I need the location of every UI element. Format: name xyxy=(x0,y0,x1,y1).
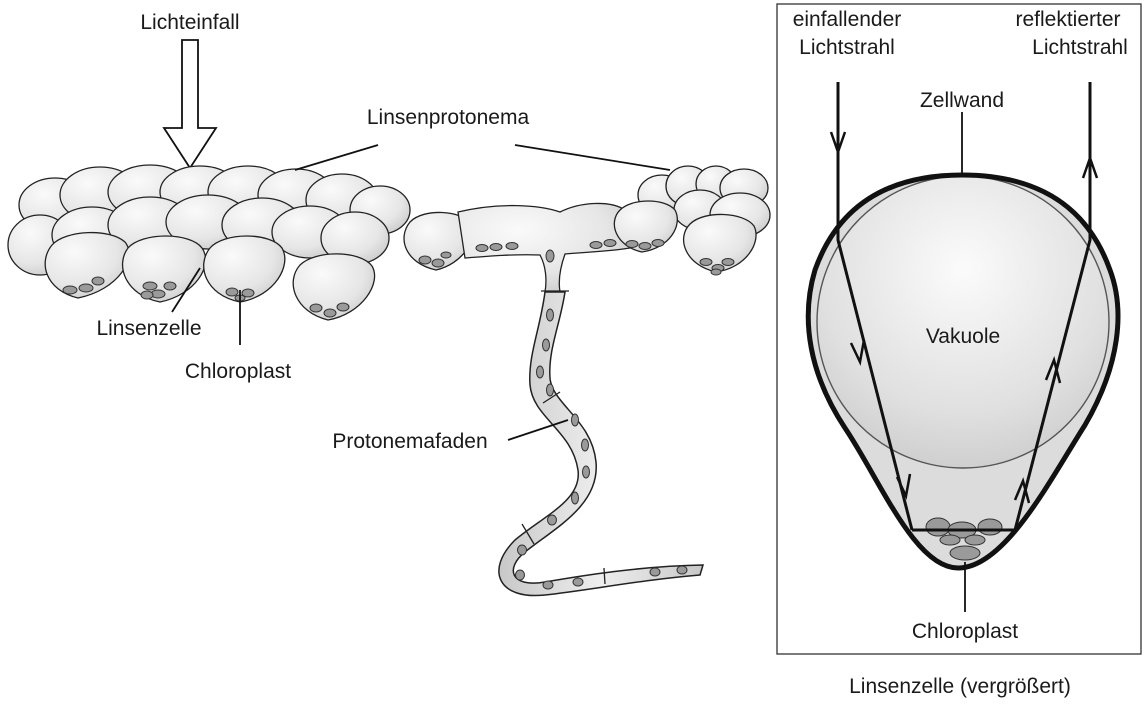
label-reflektierter-2: Lichtstrahl xyxy=(1032,36,1128,59)
vacuole xyxy=(816,175,1110,469)
enlarged-cell-frame xyxy=(776,3,1142,655)
label-vakuole: Vakuole xyxy=(926,325,1000,348)
label-chloroplast-right: Chloroplast xyxy=(912,620,1018,643)
caption-enlarged-cell: Linsenzelle (vergrößert) xyxy=(849,675,1071,698)
cell-wall xyxy=(805,172,1121,571)
label-lichteinfall: Lichteinfall xyxy=(140,11,239,34)
incident-light-ray xyxy=(829,82,914,531)
label-protonemafaden: Protonemafaden xyxy=(332,430,487,453)
left-leader-lines xyxy=(171,144,671,441)
label-einfallender-1: einfallender xyxy=(793,8,902,31)
label-zellwand: Zellwand xyxy=(920,89,1004,112)
enlarged-lens-cell xyxy=(805,172,1121,571)
label-reflektierter-1: reflektierter xyxy=(1015,8,1120,31)
label-einfallender-2: Lichtstrahl xyxy=(799,36,895,59)
protonema-thread xyxy=(498,290,705,597)
protonema-filament-connector xyxy=(457,202,631,293)
lens-cells-right-cluster xyxy=(613,165,771,276)
light-incidence-arrow xyxy=(162,39,218,170)
reflected-light-ray xyxy=(912,82,1099,532)
lens-cells-front-row xyxy=(44,211,474,321)
label-linsenzelle: Linsenzelle xyxy=(96,317,201,340)
label-chloroplast-left: Chloroplast xyxy=(185,360,291,383)
label-linsenprotonema: Linsenprotonema xyxy=(367,106,530,129)
right-leader-lines xyxy=(961,112,966,612)
